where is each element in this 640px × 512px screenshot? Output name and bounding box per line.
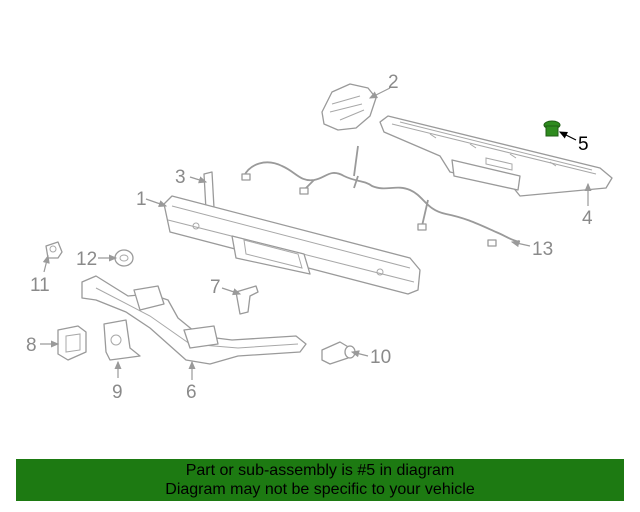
part-9-bracket bbox=[103, 319, 141, 361]
info-banner: Part or sub-assembly is #5 in diagram Di… bbox=[16, 459, 624, 501]
part-10-plug bbox=[321, 341, 356, 365]
part-13-wiring-harness bbox=[241, 145, 521, 247]
callout-4: 4 bbox=[582, 208, 593, 229]
part-12-bushing bbox=[114, 249, 134, 267]
leader-11 bbox=[42, 254, 50, 273]
callout-5: 5 bbox=[578, 134, 589, 155]
callout-9: 9 bbox=[112, 382, 123, 403]
callout-8: 8 bbox=[26, 335, 37, 356]
leader-1 bbox=[145, 198, 168, 208]
part-7-bracket bbox=[235, 285, 259, 315]
leader-5 bbox=[558, 131, 577, 141]
part-2-lamp bbox=[321, 83, 377, 131]
part-11-clip bbox=[45, 241, 63, 259]
callout-13: 13 bbox=[532, 239, 553, 260]
callout-2: 2 bbox=[388, 72, 399, 93]
part-1-bumper bbox=[163, 195, 421, 295]
callout-11: 11 bbox=[30, 275, 50, 296]
banner-line-disclaimer: Diagram may not be specific to your vehi… bbox=[165, 481, 475, 498]
callout-10: 10 bbox=[370, 347, 391, 368]
leader-7 bbox=[221, 287, 242, 296]
part-6-frame-bracket bbox=[81, 275, 307, 365]
part-8-connector bbox=[57, 325, 87, 361]
part-4-step-pad bbox=[379, 115, 613, 197]
part-5-clip bbox=[543, 120, 561, 137]
banner-line-part: Part or sub-assembly is #5 in diagram bbox=[185, 462, 455, 479]
callout-12: 12 bbox=[76, 249, 97, 270]
leader-2 bbox=[368, 87, 391, 99]
leader-10 bbox=[350, 350, 369, 358]
callout-1: 1 bbox=[136, 189, 147, 210]
leader-3 bbox=[189, 176, 208, 184]
callout-3: 3 bbox=[175, 167, 186, 188]
callout-6: 6 bbox=[186, 382, 197, 403]
leader-13 bbox=[510, 240, 531, 248]
callout-7: 7 bbox=[210, 277, 221, 298]
